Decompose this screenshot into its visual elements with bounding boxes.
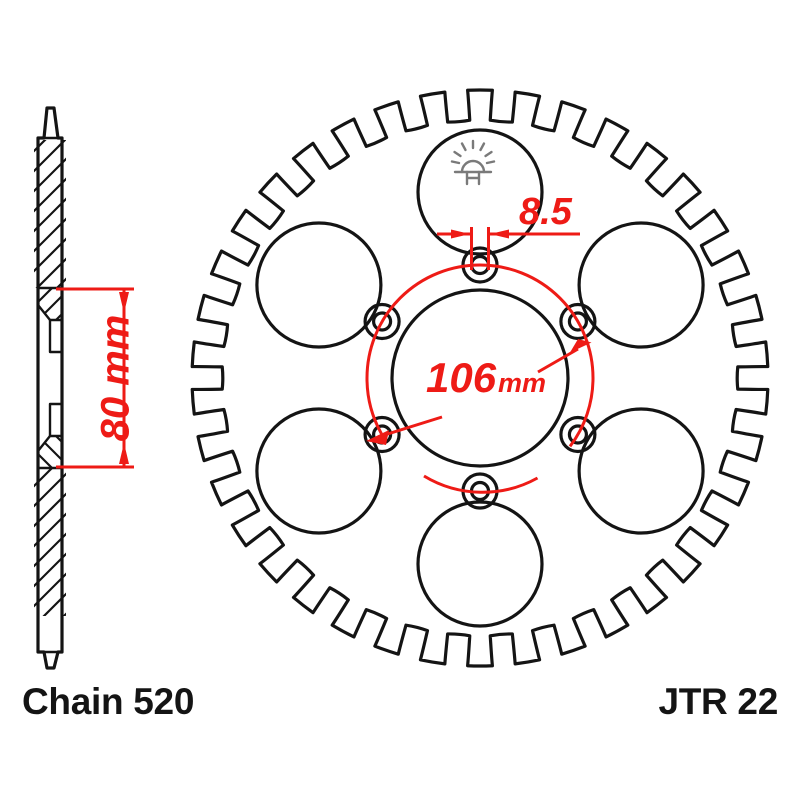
bolt-hole-counterbore — [363, 302, 401, 341]
bolt-circle-leader-right — [537, 347, 579, 374]
sunrise-logo-ray — [479, 142, 486, 152]
part-number-label: JTR 22 — [658, 681, 778, 722]
bolt-hole-dimension-label: 8.5 — [519, 191, 573, 233]
side-section-view — [34, 106, 66, 670]
sprocket-outline-group — [190, 88, 770, 668]
side-view-hatch-bottom — [34, 468, 66, 616]
lightening-hole — [255, 221, 383, 349]
bolt-circle-dimension: 106 mm — [365, 263, 595, 494]
bolt-circle-leader-left — [377, 415, 443, 439]
chain-label: Chain 520 — [22, 681, 194, 722]
thickness-arrow-top — [119, 292, 129, 313]
bolt-hole-bore — [567, 311, 589, 332]
lightening-hole — [255, 407, 383, 535]
sunrise-logo-ray — [450, 160, 461, 165]
bolt-hole-counterbore — [559, 302, 597, 341]
bolt-circle-dimension-unit: mm — [498, 368, 546, 398]
bolt-hole-dimension: 8.5 — [437, 191, 580, 270]
side-view-hatch-top — [34, 140, 66, 288]
bolt-hole-counterbore — [363, 415, 401, 454]
side-view-outline — [36, 106, 64, 670]
bolt-hole-counterbore — [559, 415, 597, 454]
bolt-circle-arrow-right — [570, 339, 592, 353]
lightening-hole — [577, 407, 705, 535]
bolt-hole — [559, 415, 597, 454]
side-view-hub-inner-bottom — [48, 402, 64, 438]
bolt-circle-arc-bottom — [423, 474, 539, 494]
lightening-hole — [577, 221, 705, 349]
side-view-hatch-step-bottom — [38, 436, 62, 468]
sunrise-logo-ray — [460, 142, 467, 152]
sunrise-logo-dome — [460, 159, 486, 174]
thickness-dimension-label: 80 mm — [94, 315, 138, 442]
thickness-arrow-bottom — [119, 443, 129, 464]
bolt-hole-arrow-right — [490, 229, 509, 239]
lightening-hole — [416, 128, 544, 256]
sprocket-gear-outline — [190, 88, 770, 668]
sunrise-logo-stand — [465, 170, 481, 186]
lightening-holes — [255, 128, 705, 628]
bolt-circle-arc — [365, 263, 595, 448]
bolt-hole — [363, 302, 401, 341]
hub-bore-circle — [390, 288, 570, 468]
sunrise-logo-ray — [484, 150, 493, 158]
bolt-hole-bore — [567, 424, 589, 445]
thickness-dimension: 80 mm — [56, 287, 138, 469]
bolt-circle-arc-left — [365, 377, 383, 435]
bolt-hole — [559, 302, 597, 341]
lightening-hole — [416, 500, 544, 628]
bolt-hole-bore — [372, 311, 393, 332]
bolt-circle-arrow-left — [366, 430, 389, 445]
sunrise-logo — [450, 139, 496, 186]
sunrise-logo-ray — [453, 150, 462, 158]
bolt-hole-arrow-left — [451, 229, 470, 239]
side-view-hatch-step-top — [38, 288, 62, 320]
sunrise-logo-ray — [485, 160, 496, 165]
side-view-hub-inner-top — [48, 318, 64, 354]
bolt-circle-dimension-label: 106 — [426, 354, 497, 401]
